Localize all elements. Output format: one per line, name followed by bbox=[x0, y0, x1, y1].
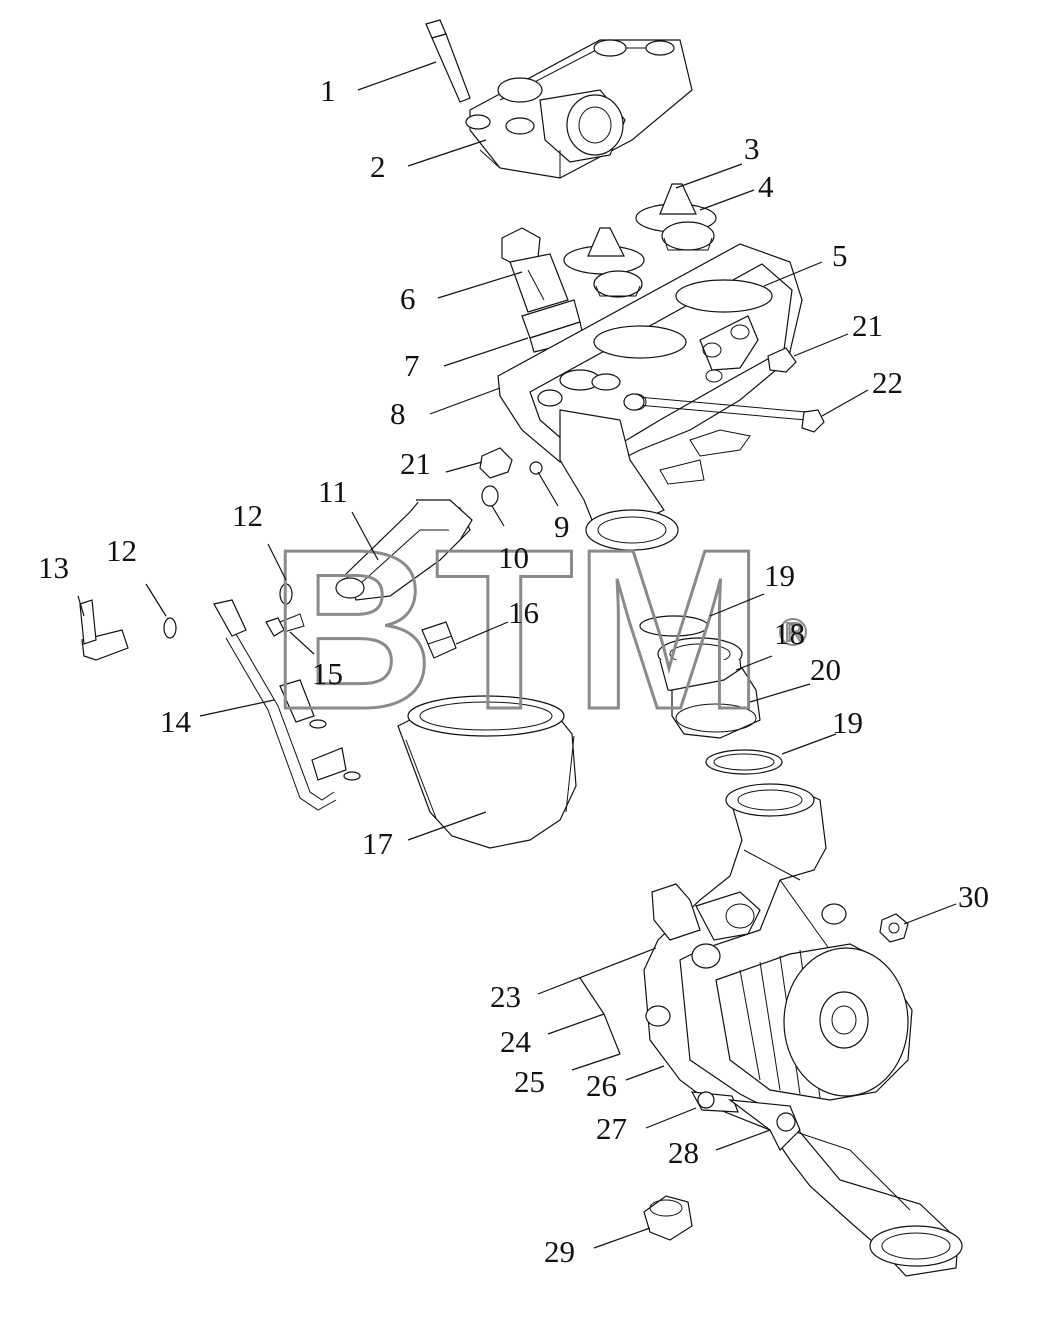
part-pump-fittings bbox=[645, 883, 847, 1027]
callout-19b: 19 bbox=[832, 705, 863, 740]
callout-25: 25 bbox=[514, 1064, 545, 1099]
callout-13: 13 bbox=[38, 550, 69, 585]
callout-28: 28 bbox=[668, 1135, 699, 1170]
callout-1: 1 bbox=[320, 73, 336, 108]
callout-5: 5 bbox=[832, 238, 848, 273]
part-nut-30 bbox=[879, 913, 909, 943]
callout-9: 9 bbox=[554, 509, 570, 544]
part-oring-19-lower bbox=[705, 749, 783, 775]
leader-lines bbox=[77, 61, 957, 1249]
part-bolt-1 bbox=[425, 19, 471, 103]
callout-6: 6 bbox=[400, 281, 416, 316]
callout-10: 10 bbox=[498, 540, 529, 575]
callout-22: 22 bbox=[872, 365, 903, 400]
callout-12a: 12 bbox=[232, 498, 263, 533]
callout-27: 27 bbox=[596, 1111, 627, 1146]
callout-15: 15 bbox=[312, 656, 343, 691]
part-nut-9 bbox=[529, 461, 543, 475]
part-sensor-6-7 bbox=[501, 227, 585, 353]
part-bracket-28 bbox=[727, 1099, 801, 1152]
callout-21b: 21 bbox=[400, 446, 431, 481]
registered-mark-circle bbox=[779, 618, 807, 646]
part-washer-12a bbox=[279, 583, 293, 605]
callout-18: 18 bbox=[774, 616, 805, 651]
part-bolt-22 bbox=[623, 393, 825, 433]
part-pump-pulley bbox=[715, 943, 913, 1101]
callout-7: 7 bbox=[404, 348, 420, 383]
callout-19a: 19 bbox=[764, 558, 795, 593]
callout-20: 20 bbox=[810, 652, 841, 687]
part-washer-10 bbox=[481, 485, 499, 507]
callout-29: 29 bbox=[544, 1234, 575, 1269]
part-thermostat-cover-2 bbox=[465, 39, 693, 179]
callout-30: 30 bbox=[958, 879, 989, 914]
callout-labels: 1 2 3 4 5 6 7 8 9 10 11 12 12 13 14 15 1… bbox=[38, 73, 989, 1269]
callout-24: 24 bbox=[500, 1024, 532, 1059]
part-sleeve-20 bbox=[671, 667, 761, 739]
part-pipe-14 bbox=[213, 599, 361, 811]
part-washer-12b bbox=[163, 617, 177, 639]
callout-8: 8 bbox=[390, 396, 406, 431]
callout-2: 2 bbox=[370, 149, 386, 184]
callout-16: 16 bbox=[508, 595, 539, 630]
part-banjo-bolt-15 bbox=[265, 613, 305, 637]
part-filter-17 bbox=[397, 695, 577, 849]
watermark-logo: BTM bbox=[270, 503, 764, 757]
part-plug-21-lower bbox=[479, 447, 513, 479]
callout-17: 17 bbox=[362, 826, 393, 861]
callout-23: 23 bbox=[490, 979, 521, 1014]
part-oring-19-upper bbox=[639, 615, 709, 637]
registered-mark: R bbox=[785, 617, 804, 647]
callout-14: 14 bbox=[160, 704, 192, 739]
callout-21a: 21 bbox=[852, 308, 883, 343]
part-thermostat-housing-5 bbox=[497, 243, 803, 551]
part-elbow-11 bbox=[335, 499, 473, 601]
part-plug-21-upper bbox=[767, 347, 797, 373]
part-plug-29 bbox=[643, 1195, 693, 1241]
callout-26: 26 bbox=[586, 1068, 617, 1103]
callout-3: 3 bbox=[744, 131, 760, 166]
callout-4: 4 bbox=[758, 169, 774, 204]
part-thermostat-second bbox=[563, 227, 645, 298]
part-banjo-13 bbox=[79, 599, 129, 661]
part-thermostat-3-4 bbox=[635, 183, 717, 251]
part-adapter-16 bbox=[421, 621, 457, 659]
callout-12b: 12 bbox=[106, 533, 137, 568]
part-stud-27 bbox=[690, 1091, 739, 1113]
callout-11: 11 bbox=[318, 474, 348, 509]
